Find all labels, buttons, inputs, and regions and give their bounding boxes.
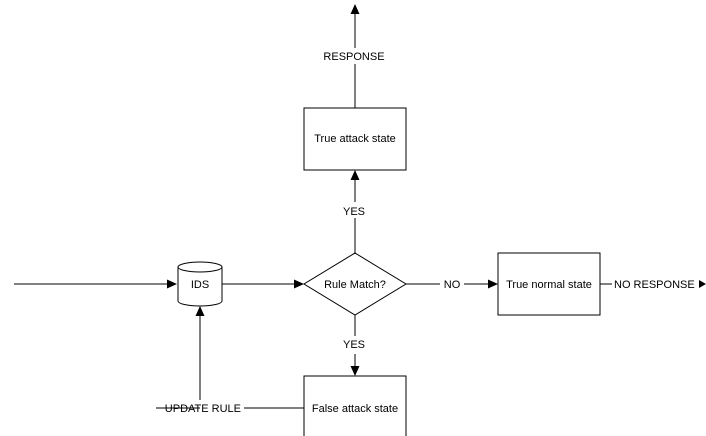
ids-database-node: IDS (177, 261, 223, 307)
ids-cylinder-top (177, 261, 223, 273)
update-rule-label: UPDATE RULE (165, 403, 241, 415)
no-response-label: NO RESPONSE (614, 279, 695, 291)
yes-down-label: YES (343, 339, 365, 351)
update-rule-arrowhead (195, 306, 205, 316)
input-arrowhead (167, 279, 177, 289)
false-attack-state-node: False attack state (303, 375, 407, 436)
ids-label: IDS (191, 279, 209, 291)
false-attack-state-box (303, 375, 407, 436)
true-attack-state-node: True attack state (303, 107, 407, 171)
ids-to-decision-arrowhead (294, 279, 304, 289)
no-response-arrowhead (699, 280, 706, 288)
true-normal-state-label: True normal state (506, 279, 592, 291)
rule-match-decision: Rule Match? (303, 252, 407, 316)
false-attack-state-label: False attack state (312, 403, 398, 415)
true-normal-arrowhead (488, 279, 498, 289)
decision-label: Rule Match? (324, 279, 386, 291)
true-normal-state-box (497, 252, 601, 316)
true-attack-arrowhead (350, 170, 360, 180)
no-label: NO (444, 279, 461, 291)
yes-up-label: YES (343, 206, 365, 218)
true-attack-state-box (303, 107, 407, 171)
response-label: RESPONSE (323, 51, 384, 63)
response-arrowhead (350, 4, 360, 14)
true-normal-state-node: True normal state (497, 252, 601, 316)
false-attack-arrowhead (350, 366, 360, 376)
true-attack-state-label: True attack state (314, 133, 396, 145)
